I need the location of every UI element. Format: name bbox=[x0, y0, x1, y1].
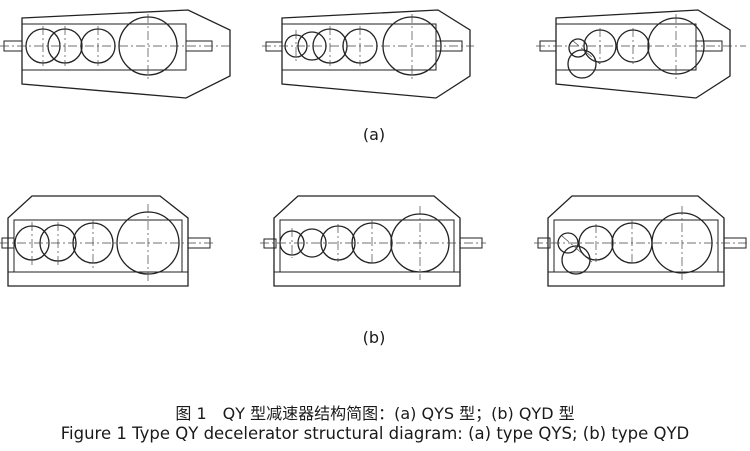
gear-circle bbox=[568, 38, 588, 58]
figure-caption-english: Figure 1 Type QY decelerator structural … bbox=[60, 424, 690, 443]
input-shaft bbox=[263, 238, 277, 249]
centerline bbox=[571, 39, 601, 65]
tapered-housing bbox=[21, 9, 231, 99]
box-housing bbox=[7, 195, 189, 287]
inner-frame bbox=[279, 219, 455, 273]
tapered-housing bbox=[281, 9, 471, 99]
panel-label-b: (b) bbox=[363, 328, 386, 347]
figure-caption-chinese: 图 1 QY 型减速器结构简图：(a) QYS 型；(b) QYD 型 bbox=[175, 404, 575, 423]
box-housing bbox=[273, 195, 461, 287]
tapered-housing bbox=[555, 9, 731, 99]
input-shaft bbox=[265, 41, 283, 52]
reducer-diagram-b1 bbox=[0, 195, 214, 287]
box-housing bbox=[547, 195, 725, 287]
centerline bbox=[561, 235, 593, 263]
gear-circle bbox=[561, 245, 591, 275]
gear-circle bbox=[567, 49, 597, 79]
reducer-diagram-a1 bbox=[0, 9, 232, 99]
reducer-diagram-b3 bbox=[534, 195, 748, 287]
panel-label-a: (a) bbox=[363, 125, 385, 144]
reducer-diagram-a2 bbox=[262, 9, 474, 99]
reducer-diagram-a3 bbox=[536, 9, 746, 99]
reducer-diagram-b2 bbox=[260, 195, 486, 287]
